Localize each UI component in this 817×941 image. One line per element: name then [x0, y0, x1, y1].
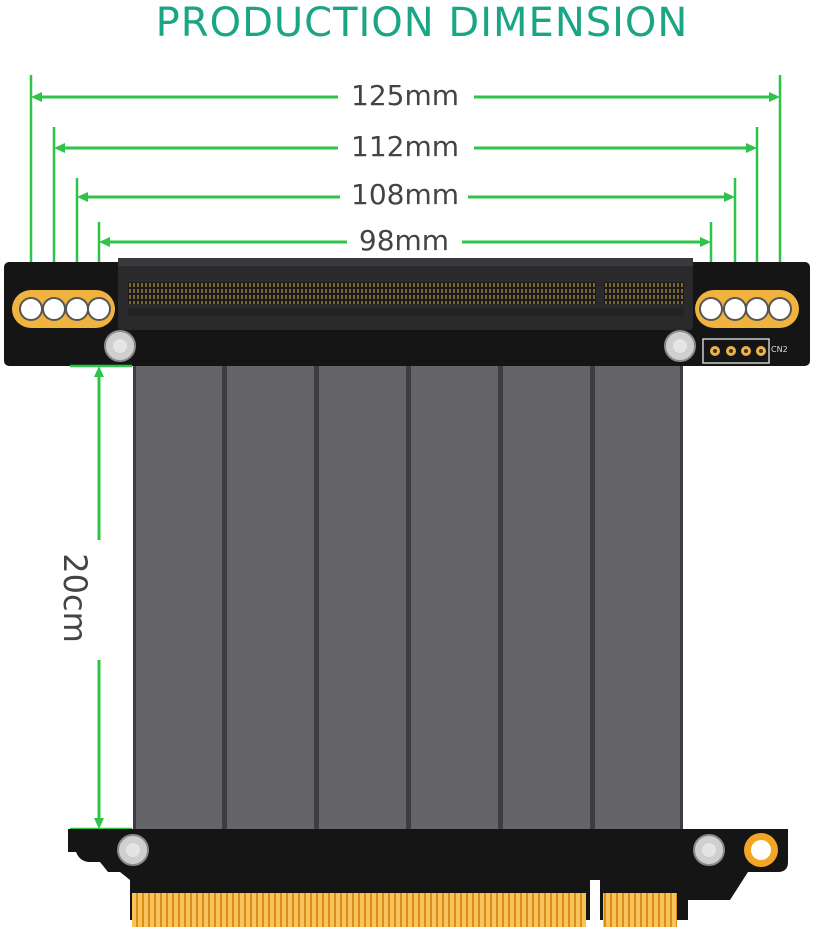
dimension-98mm: 98mm [99, 224, 711, 257]
pad-hole [19, 297, 43, 321]
dimension-125mm: 125mm [31, 79, 780, 112]
pad-hole [87, 297, 111, 321]
screw-head [702, 843, 716, 857]
dimension-label-108mm: 108mm [351, 178, 459, 211]
screw-head [113, 339, 127, 353]
pcie-slot [118, 258, 693, 330]
dimension-label-98mm: 98mm [359, 224, 449, 257]
ribbon-strip-2 [227, 360, 314, 836]
screw-head [673, 339, 687, 353]
dimension-label-125mm: 125mm [351, 79, 459, 112]
page-title: PRODUCTION DIMENSION [156, 0, 689, 46]
ribbon-strip-3 [319, 360, 406, 836]
dimension-112mm: 112mm [54, 130, 757, 163]
screw-head [126, 843, 140, 857]
pad-hole [723, 297, 747, 321]
edge-connector-fingers-short [603, 893, 677, 927]
ribbon-strip-6 [595, 360, 680, 836]
pad-hole [65, 297, 89, 321]
ribbon-cable [133, 355, 683, 840]
ribbon-strip-1 [136, 360, 222, 836]
dimension-108mm: 108mm [77, 178, 735, 211]
top-pcb-board: CN2 [4, 258, 810, 366]
cn2-header: CN2 [702, 338, 788, 364]
dimension-20cm: 20cm [56, 364, 132, 831]
dimension-label-112mm: 112mm [351, 130, 459, 163]
dimension-extension-lines [29, 75, 782, 296]
bottom-pcb-board [68, 829, 788, 927]
ribbon-strip-5 [503, 360, 590, 836]
ribbon-strip-4 [411, 360, 498, 836]
mounting-hole-center [751, 840, 771, 860]
pad-hole [768, 297, 792, 321]
cn2-label: CN2 [771, 345, 788, 354]
pad-hole [745, 297, 769, 321]
edge-connector-fingers-main [132, 893, 586, 927]
pad-hole [42, 297, 66, 321]
dimension-label-20cm: 20cm [56, 553, 94, 642]
pad-hole [699, 297, 723, 321]
